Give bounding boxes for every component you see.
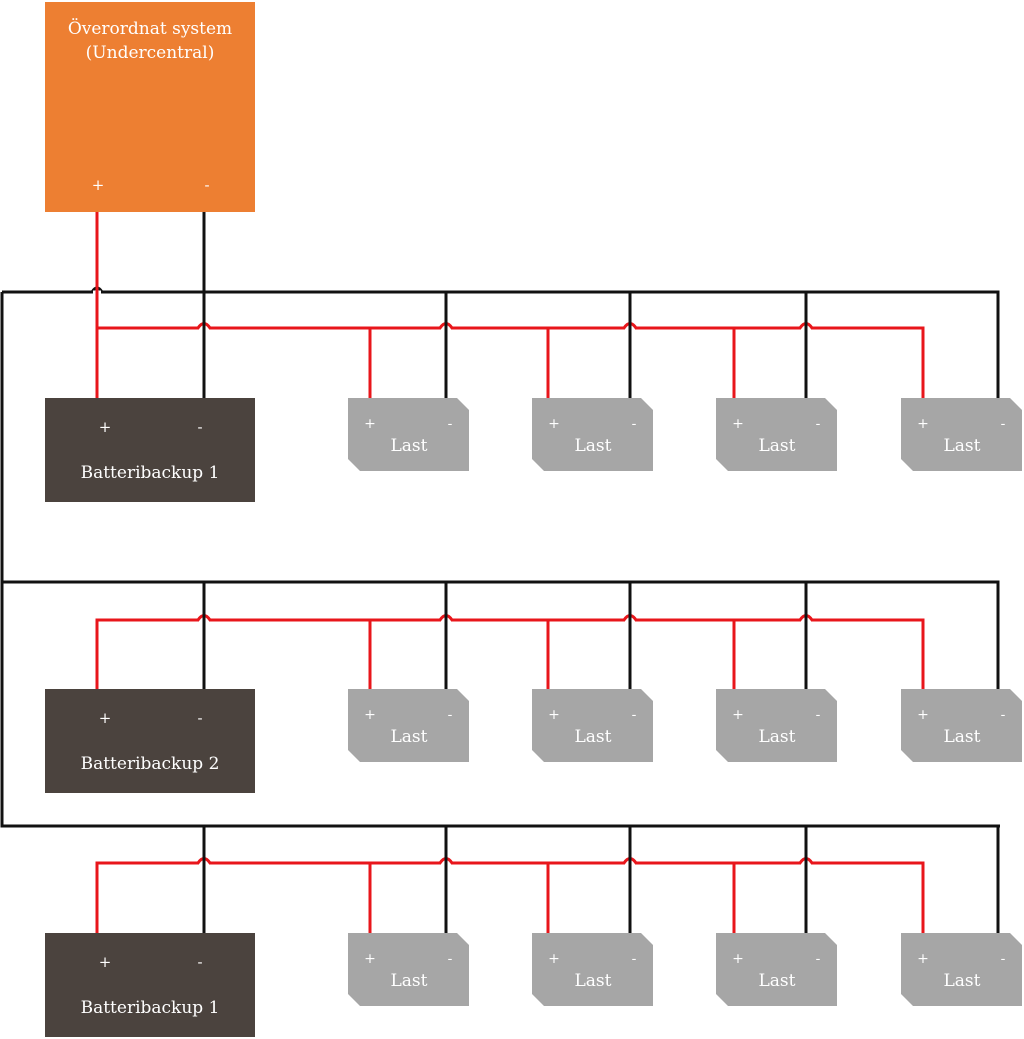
load-plus-terminal: + <box>548 707 560 723</box>
load-minus-terminal: - <box>816 707 821 723</box>
load-minus-terminal: - <box>632 951 637 967</box>
load-plus-terminal: + <box>548 416 560 432</box>
load-plus-terminal: + <box>732 707 744 723</box>
battery-unit-3: + - Batteribackup 1 <box>45 933 255 1037</box>
central-unit-box <box>45 2 255 212</box>
load-label: Last <box>944 727 981 747</box>
load-box <box>716 689 837 762</box>
load-minus-terminal: - <box>448 416 453 432</box>
load-plus-terminal: + <box>364 416 376 432</box>
load-unit-3-1: + - Last <box>348 933 469 1006</box>
battery-minus-terminal: - <box>197 709 202 727</box>
load-minus-terminal: - <box>1001 707 1006 723</box>
load-box <box>716 398 837 471</box>
battery-label: Batteribackup 2 <box>81 754 220 774</box>
battery-unit-1: + - Batteribackup 1 <box>45 398 255 502</box>
battery-units: + - Batteribackup 1 + - Batteribackup 2 + - Batt… <box>45 398 255 1037</box>
load-minus-terminal: - <box>448 951 453 967</box>
battery-plus-terminal: + <box>99 418 112 436</box>
load-minus-terminal: - <box>1001 416 1006 432</box>
load-plus-terminal: + <box>364 951 376 967</box>
load-label: Last <box>759 436 796 456</box>
load-label: Last <box>391 436 428 456</box>
load-plus-terminal: + <box>917 707 929 723</box>
load-label: Last <box>944 436 981 456</box>
load-box <box>901 398 1022 471</box>
load-label: Last <box>391 971 428 991</box>
positive-wires <box>95 212 925 933</box>
load-label: Last <box>575 727 612 747</box>
battery-label: Batteribackup 1 <box>81 463 220 483</box>
positive-bus-3 <box>95 861 925 933</box>
negative-bus-1 <box>2 290 1000 398</box>
battery-label: Batteribackup 1 <box>81 998 220 1018</box>
load-box <box>716 933 837 1006</box>
load-box <box>348 398 469 471</box>
load-plus-terminal: + <box>364 707 376 723</box>
load-minus-terminal: - <box>816 951 821 967</box>
load-box <box>532 933 653 1006</box>
battery-minus-terminal: - <box>197 418 202 436</box>
load-plus-terminal: + <box>732 416 744 432</box>
battery-minus-terminal: - <box>197 953 202 971</box>
load-minus-terminal: - <box>632 416 637 432</box>
central-minus-terminal: - <box>204 176 209 194</box>
load-plus-terminal: + <box>917 951 929 967</box>
load-minus-terminal: - <box>1001 951 1006 967</box>
central-unit: Överordnat system (Undercentral) + - <box>45 2 255 212</box>
load-unit-1-3: + - Last <box>716 398 837 471</box>
load-label: Last <box>391 727 428 747</box>
load-unit-1-1: + - Last <box>348 398 469 471</box>
load-box <box>532 398 653 471</box>
battery-unit-2: + - Batteribackup 2 <box>45 689 255 793</box>
battery-box <box>45 689 255 793</box>
load-label: Last <box>575 971 612 991</box>
load-label: Last <box>944 971 981 991</box>
load-minus-terminal: - <box>448 707 453 723</box>
battery-box <box>45 398 255 502</box>
load-label: Last <box>759 727 796 747</box>
load-unit-2-2: + - Last <box>532 689 653 762</box>
load-box <box>901 933 1022 1006</box>
load-minus-terminal: - <box>816 416 821 432</box>
negative-trunk-left <box>0 292 1000 828</box>
positive-bus-2 <box>95 618 925 689</box>
load-unit-1-2: + - Last <box>532 398 653 471</box>
load-label: Last <box>759 971 796 991</box>
load-unit-3-4: + - Last <box>901 933 1022 1006</box>
negative-wires <box>0 212 1000 933</box>
central-title-line2: (Undercentral) <box>86 43 215 63</box>
load-box <box>348 933 469 1006</box>
load-plus-terminal: + <box>732 951 744 967</box>
load-box <box>532 689 653 762</box>
load-box <box>901 689 1022 762</box>
load-unit-3-2: + - Last <box>532 933 653 1006</box>
battery-plus-terminal: + <box>99 709 112 727</box>
positive-bus-1 <box>97 326 925 398</box>
load-label: Last <box>575 436 612 456</box>
central-title-line1: Överordnat system <box>68 18 232 39</box>
negative-bus-2 <box>2 580 1000 689</box>
load-unit-2-4: + - Last <box>901 689 1022 762</box>
load-minus-terminal: - <box>632 707 637 723</box>
load-box <box>348 689 469 762</box>
battery-box <box>45 933 255 1037</box>
load-plus-terminal: + <box>548 951 560 967</box>
central-plus-terminal: + <box>92 176 105 194</box>
load-unit-1-4: + - Last <box>901 398 1022 471</box>
load-unit-2-3: + - Last <box>716 689 837 762</box>
load-plus-terminal: + <box>917 416 929 432</box>
load-unit-3-3: + - Last <box>716 933 837 1006</box>
load-units: + - Last + - Last + - Last + - Last + - Last + - Last + - La… <box>348 398 1022 1006</box>
load-unit-2-1: + - Last <box>348 689 469 762</box>
battery-plus-terminal: + <box>99 953 112 971</box>
